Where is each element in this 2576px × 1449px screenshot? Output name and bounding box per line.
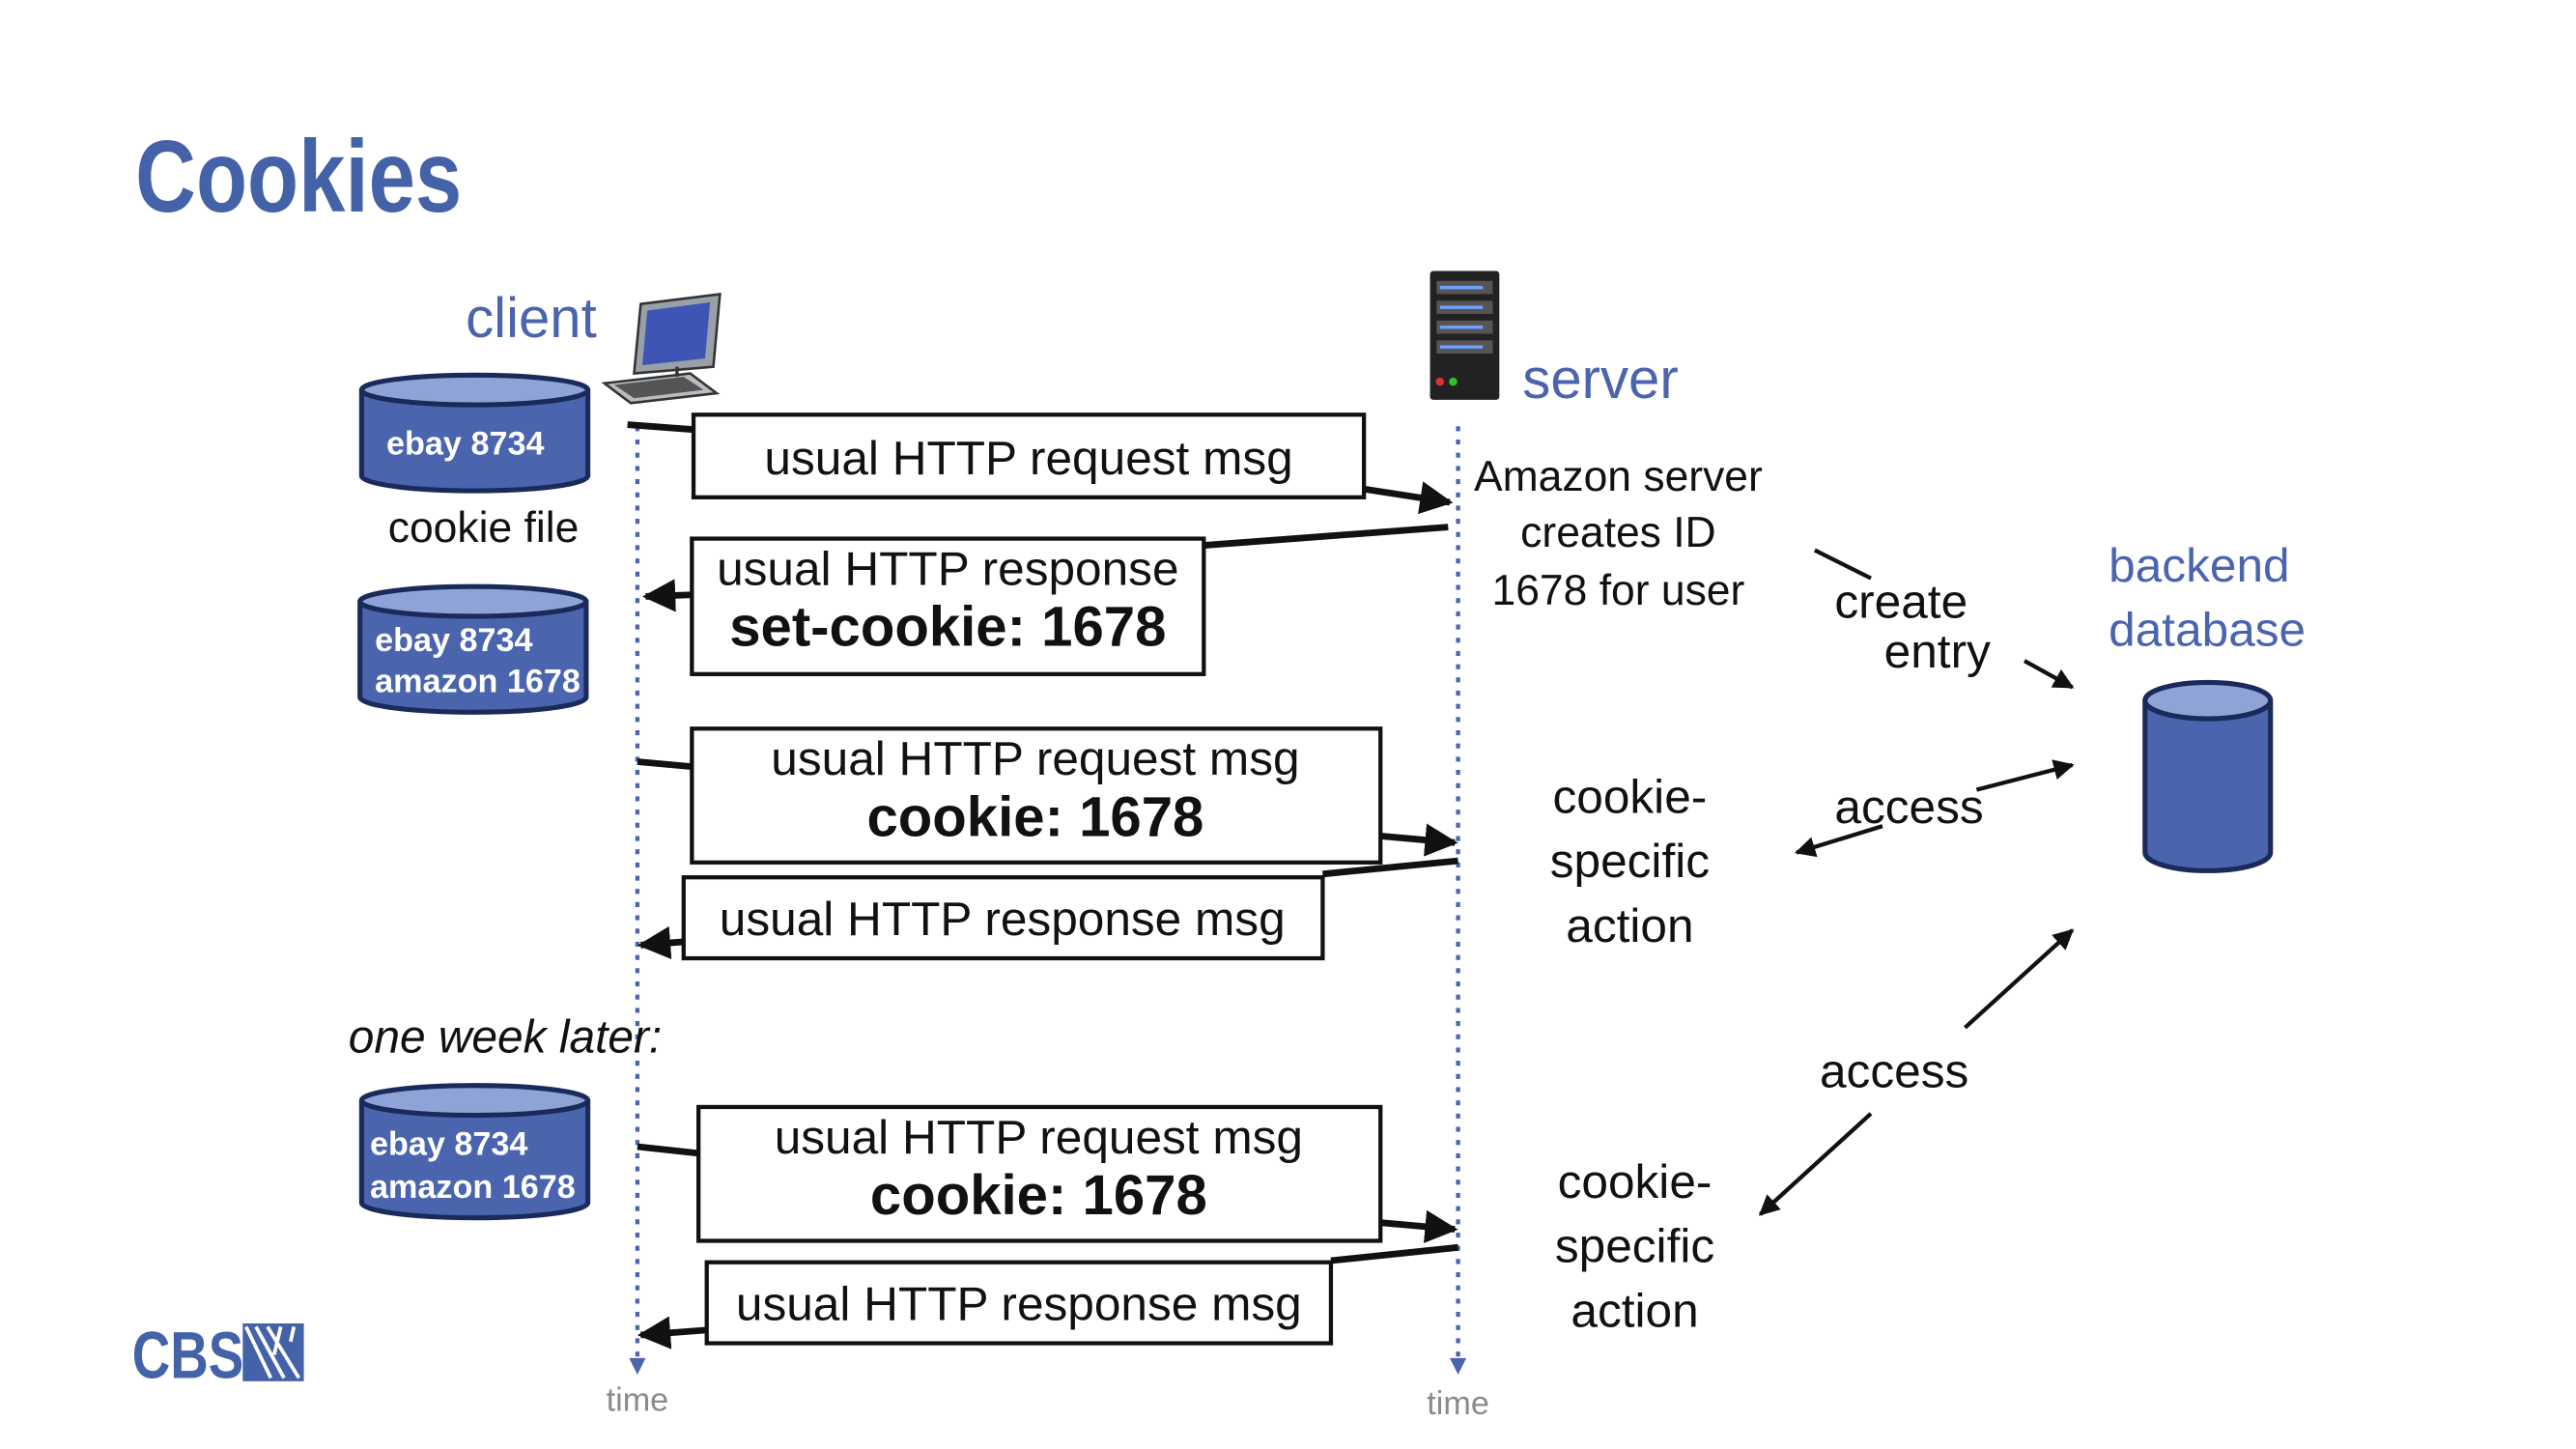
cookie-store-updated: ebay 8734 amazon 1678	[357, 583, 589, 715]
message-response-2: usual HTTP response msg	[637, 1243, 1458, 1350]
access-label: access	[1834, 780, 1983, 834]
cookie-store-line: ebay 8734	[386, 425, 544, 462]
backend-label: database	[2109, 603, 2306, 657]
slide-title: Cookies	[135, 119, 462, 234]
cookie-store-week-later: ebay 8734 amazon 1678	[358, 1083, 591, 1221]
create-entry-label: entry	[1884, 624, 1991, 678]
client-time-label: time	[607, 1382, 669, 1419]
cookie-store-line: ebay 8734	[370, 1126, 527, 1163]
cookie-store-initial: ebay 8734	[358, 372, 591, 494]
action-line: specific	[1555, 1219, 1714, 1273]
database-icon	[2142, 679, 2274, 873]
create-entry-connector	[1813, 548, 1872, 581]
access-arrow	[1795, 824, 1883, 858]
backend-label: backend	[2109, 538, 2289, 592]
message-line-bold: cookie: 1678	[870, 1164, 1207, 1227]
action-line: specific	[1550, 834, 1710, 888]
message-request-cookie-1: usual HTTP request msg cookie: 1678	[637, 726, 1458, 865]
server-note-line: Amazon server	[1474, 453, 1763, 500]
message-line: usual HTTP response msg	[720, 892, 1286, 946]
message-request-cookie-2: usual HTTP request msg cookie: 1678	[637, 1104, 1458, 1243]
message-line: usual HTTP response	[717, 541, 1178, 595]
message-response-1: usual HTTP response msg	[637, 857, 1458, 961]
cookie-store-line: amazon 1678	[375, 664, 580, 700]
access-arrow	[1964, 928, 2075, 1030]
one-week-later-label: one week later:	[349, 1012, 663, 1064]
create-entry-label: create	[1834, 575, 1967, 629]
cookie-file-label: cookie file	[388, 504, 580, 552]
server-note-line: creates ID	[1520, 509, 1715, 556]
action-line: action	[1566, 898, 1693, 952]
client-label: client	[466, 287, 597, 350]
cbs-logo-text: CBS	[132, 1320, 244, 1393]
message-line: usual HTTP response msg	[736, 1277, 1302, 1331]
message-response-set-cookie: usual HTTP response set-cookie: 1678	[642, 524, 1449, 676]
cbs-emblem-icon	[242, 1323, 304, 1381]
message-line: usual HTTP request msg	[764, 431, 1292, 485]
server-note-line: 1678 for user	[1492, 567, 1745, 614]
server-time-label: time	[1427, 1385, 1489, 1422]
access-arrow	[1975, 759, 2075, 792]
action-line: cookie-	[1552, 769, 1707, 823]
message-line: usual HTTP request msg	[771, 731, 1299, 785]
server-icon	[1430, 270, 1500, 400]
create-entry-arrow	[2023, 659, 2075, 690]
message-request-1: usual HTTP request msg	[627, 412, 1454, 515]
cookie-store-line: ebay 8734	[375, 622, 532, 659]
action-line: cookie-	[1558, 1154, 1713, 1208]
server-label: server	[1522, 348, 1678, 411]
action-line: action	[1571, 1283, 1698, 1337]
access-label: access	[1820, 1043, 1968, 1097]
access-arrow	[1758, 1112, 1873, 1216]
message-line-bold: set-cookie: 1678	[729, 596, 1166, 659]
message-line-bold: cookie: 1678	[866, 785, 1203, 848]
cbs-logo: CBS	[132, 1320, 304, 1393]
message-line: usual HTTP request msg	[775, 1110, 1303, 1164]
cookie-store-line: amazon 1678	[370, 1169, 576, 1206]
computer-icon	[601, 292, 722, 405]
